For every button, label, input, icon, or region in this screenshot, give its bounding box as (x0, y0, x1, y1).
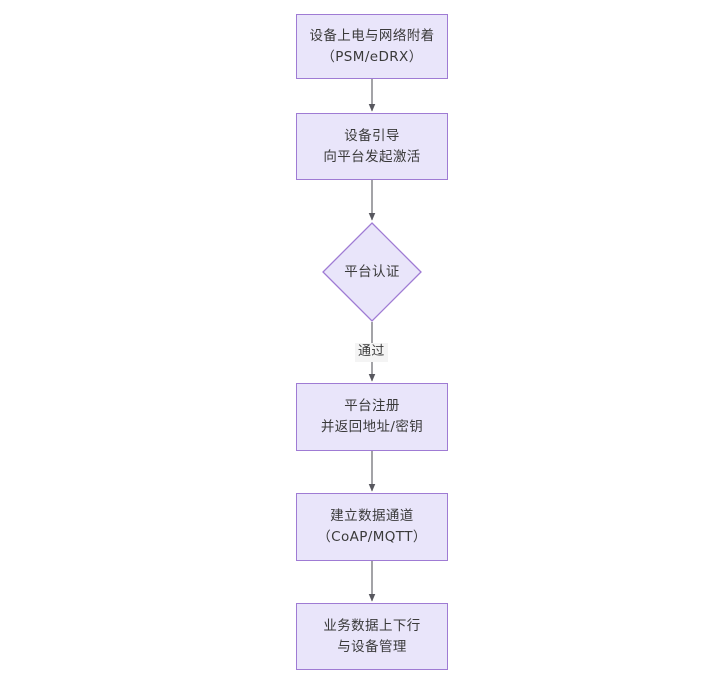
node-platform-auth-label: 平台认证 (344, 263, 400, 280)
node-platform-register-label: 平台注册 并返回地址/密钥 (320, 398, 424, 435)
node-platform-register[interactable]: 平台注册 并返回地址/密钥 (296, 383, 448, 451)
node-data-channel[interactable]: 建立数据通道 （CoAP/MQTT） (296, 493, 448, 561)
node-bootstrap[interactable]: 设备引导 向平台发起激活 (296, 113, 448, 180)
node-power-on-label: 设备上电与网络附着 （PSM/eDRX） (309, 27, 435, 65)
edge-label-pass-text: 通过 (358, 344, 385, 359)
node-business-data-label: 业务数据上下行 与设备管理 (323, 617, 421, 655)
diamond-shape (322, 222, 422, 322)
node-data-channel-label: 建立数据通道 （CoAP/MQTT） (317, 508, 427, 545)
edge-label-pass: 通过 (355, 343, 388, 362)
node-business-data[interactable]: 业务数据上下行 与设备管理 (296, 603, 448, 670)
node-platform-auth[interactable]: 平台认证 (322, 222, 422, 322)
node-bootstrap-label: 设备引导 向平台发起激活 (323, 127, 421, 165)
node-power-on[interactable]: 设备上电与网络附着 （PSM/eDRX） (296, 14, 448, 79)
